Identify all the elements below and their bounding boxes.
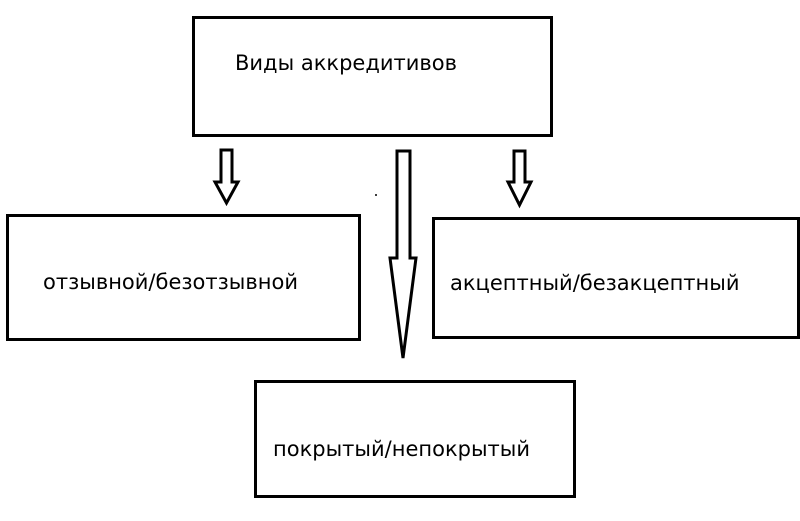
child-node-acceptance: акцептный/безакцептный <box>432 217 800 339</box>
child-node-acceptance-label: акцептный/безакцептный <box>450 271 740 295</box>
stray-dot <box>375 194 377 196</box>
root-node-label: Виды аккредитивов <box>235 51 457 75</box>
child-node-covered-label: покрытый/непокрытый <box>273 437 530 461</box>
child-node-revocable-label: отзывной/безотзывной <box>43 270 298 294</box>
child-node-covered: покрытый/непокрытый <box>254 380 576 498</box>
root-node: Виды аккредитивов <box>192 16 553 137</box>
arrow-to-left-box <box>212 148 241 207</box>
child-node-revocable: отзывной/безотзывной <box>6 214 361 341</box>
arrow-to-bottom-box <box>388 149 418 359</box>
arrow-to-right-box <box>505 149 534 209</box>
